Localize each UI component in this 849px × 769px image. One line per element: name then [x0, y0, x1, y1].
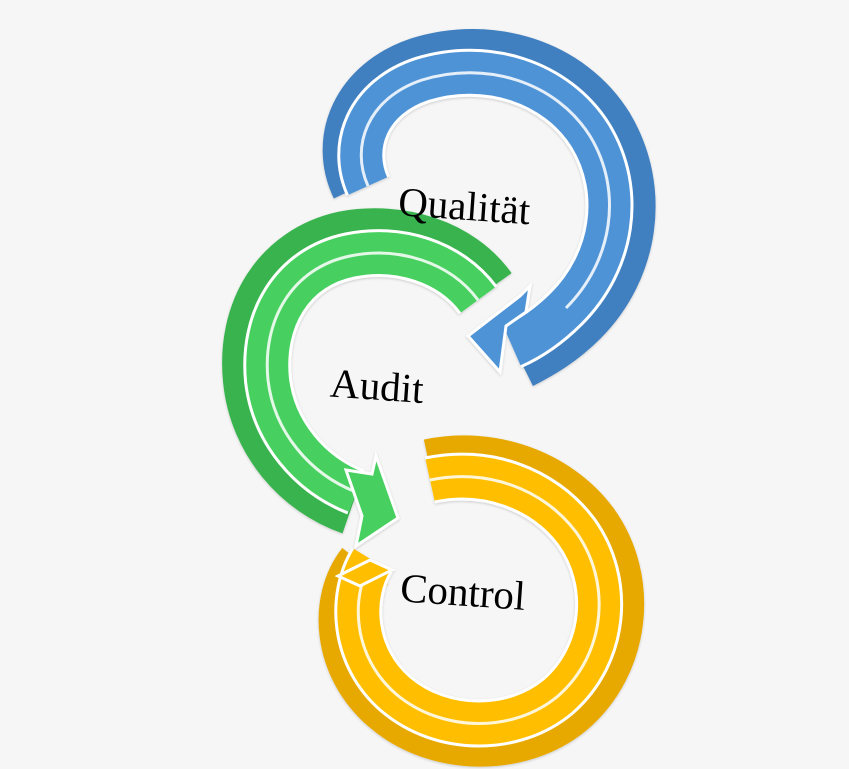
qualitaet-ring-highlight [359, 71, 611, 310]
qualitaet-ring [322, 28, 656, 386]
control-ring-highlight [356, 475, 601, 725]
stage-label-audit: Audit [329, 360, 426, 412]
qualitaet-arrow-head [465, 281, 533, 376]
audit-ring-highlight [265, 251, 480, 494]
control-ring [318, 435, 645, 767]
stage-label-qualitaet: Qualität [397, 178, 533, 233]
audit-ring [222, 208, 512, 550]
control-end-cap [334, 558, 396, 588]
stage-label-control: Control [399, 564, 527, 619]
audit-arrow-head [343, 450, 400, 550]
